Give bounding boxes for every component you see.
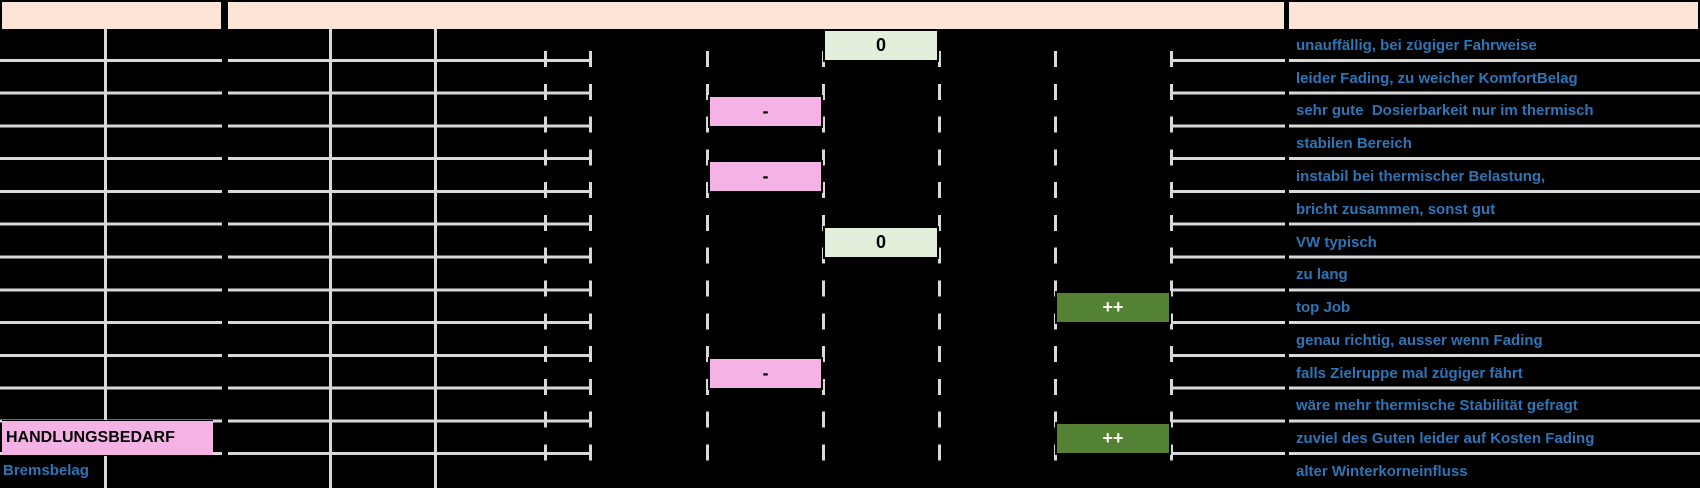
component-label: Bremsbelag [3,461,89,479]
gridlines-comments-section [1289,29,1700,456]
comment-row-13: zuviel des Guten leider auf Kosten Fadin… [1296,430,1595,448]
comment-row-8: zu lang [1296,266,1348,284]
comment-row-3: sehr gute Dosierbarkeit nur im thermisch [1296,102,1594,120]
comment-row-11: falls Zielruppe mal zügiger fährt [1296,364,1523,382]
comment-row-1: unauffällig, bei zügiger Fahrweise [1296,36,1537,54]
comment-row-4: stabilen Bereich [1296,135,1412,153]
comment-row-2: leider Fading, zu weicher KomfortBelag [1296,69,1578,87]
comment-row-5: instabil bei thermischer Belastung, [1296,167,1546,185]
gridline-vertical [434,29,437,488]
gridline-vertical [329,29,332,488]
rating-cell-row3: - [708,94,823,128]
comment-row-10: genau richtig, ausser wenn Fading [1296,331,1543,349]
gridline-vertical-dashed [544,51,547,467]
gridlines-middle-section [228,29,590,456]
comment-row-9: top Job [1296,299,1351,317]
gridline-vertical-dashed [938,51,941,467]
gridline-vertical-dashed [1054,51,1057,467]
comment-row-6: bricht zusammen, sonst gut [1296,200,1496,218]
gridlines-premark-section [1171,29,1285,456]
gridline-vertical-dashed [1170,51,1173,467]
action-needed-cell: HANDLUNGSBEDARF [2,420,213,456]
rating-cell-row1: 0 [823,29,939,62]
rating-cell-row9: ++ [1055,291,1171,325]
comment-row-7: VW typisch [1296,233,1377,251]
rating-cell-row13: ++ [1055,422,1171,456]
gridline-vertical-dashed [706,51,709,467]
gridlines-left-section [0,29,222,456]
comment-row-12: wäre mehr thermische Stabilität gefragt [1296,397,1578,415]
gridline-vertical-dashed [589,51,592,467]
comment-row-14: alter Winterkorneinfluss [1296,463,1468,481]
rating-cell-row5: - [708,160,823,194]
rating-cell-row11: - [708,356,823,390]
gridline-vertical [104,29,107,488]
header-section-middle [228,2,1284,29]
rating-cell-row7: 0 [823,225,939,259]
header-section-right [1289,2,1698,29]
header-section-left [2,2,221,29]
gridline-vertical-dashed [822,51,825,467]
